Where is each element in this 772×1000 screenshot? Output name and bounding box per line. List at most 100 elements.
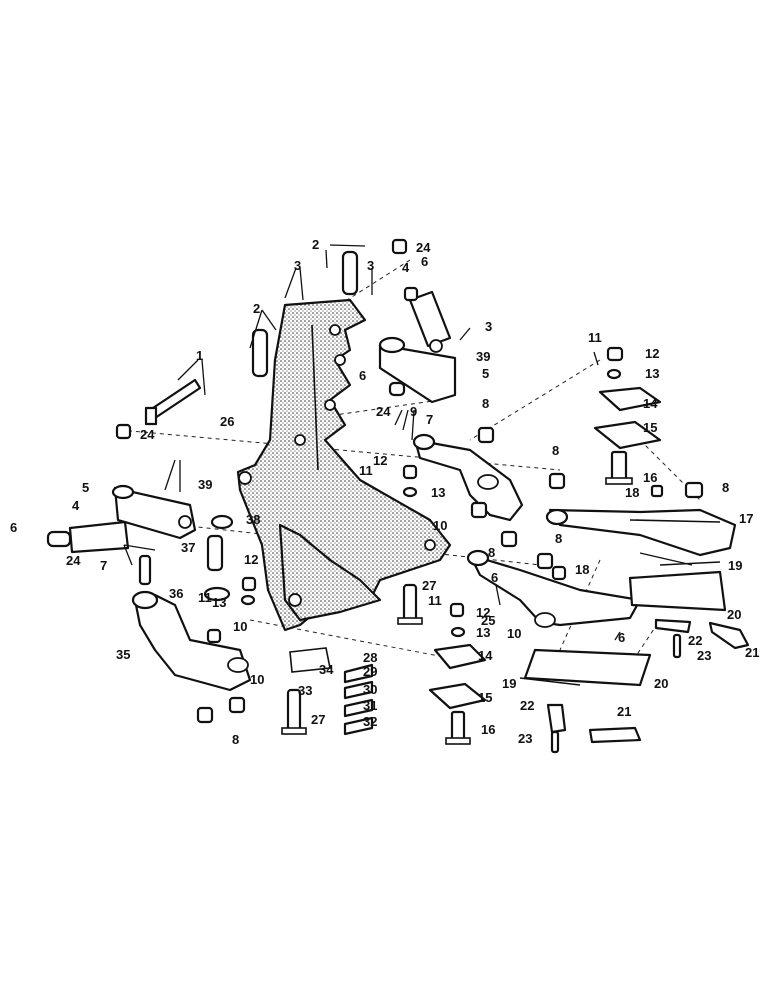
bolts-23 [550, 633, 682, 754]
callout-8-d: 8 [555, 531, 562, 546]
leader-lines [123, 244, 693, 641]
callout-10-c: 10 [233, 619, 247, 634]
callout-8-c: 8 [722, 480, 729, 495]
callout-2-left: 2 [253, 301, 260, 316]
callout-13-d: 13 [476, 625, 490, 640]
callout-6-top: 6 [421, 254, 428, 269]
callout-23-a: 23 [697, 648, 711, 663]
callout-3-mid: 3 [367, 258, 374, 273]
arm-5-upper [378, 336, 457, 404]
callout-3-top: 3 [294, 258, 301, 273]
pin-2-top [251, 250, 359, 378]
arm-9 [412, 433, 524, 522]
callout-13-c: 13 [212, 595, 226, 610]
callout-34: 34 [319, 662, 334, 677]
callout-12-b: 12 [373, 453, 387, 468]
link-14-15-lower [428, 643, 487, 745]
callout-37: 37 [181, 540, 195, 555]
callout-26: 26 [220, 414, 234, 429]
cylinder-4-upper [403, 286, 452, 353]
callout-30: 30 [363, 682, 377, 697]
callout-24-a: 24 [416, 240, 431, 255]
callout-21-a: 21 [745, 645, 759, 660]
callout-32: 32 [363, 714, 377, 729]
callout-22-a: 22 [688, 633, 702, 648]
plate-20-lower [519, 648, 652, 687]
callout-25: 25 [481, 613, 495, 628]
callout-1: 1 [196, 348, 203, 363]
callout-10-b: 10 [507, 626, 521, 641]
callout-12-c: 12 [244, 552, 258, 567]
callout-3-right: 3 [485, 319, 492, 334]
pin-1 [144, 378, 202, 426]
arm-17 [545, 508, 737, 557]
bushings [115, 238, 704, 724]
callout-33: 33 [298, 683, 312, 698]
pads-28-32 [289, 647, 374, 736]
callout-24-c: 24 [376, 404, 391, 419]
callout-31: 31 [363, 698, 377, 713]
callout-16-a: 16 [643, 470, 657, 485]
callout-23-b: 23 [518, 731, 532, 746]
callout-11-a: 11 [588, 330, 602, 345]
callout-13-a: 13 [645, 366, 659, 381]
cylinder-4-left [46, 520, 130, 554]
main-frame-26 [236, 298, 452, 632]
callout-14-b: 14 [478, 648, 493, 663]
callout-17: 17 [739, 511, 753, 526]
callout-11-c: 11 [198, 590, 212, 605]
callout-18-b: 18 [575, 562, 589, 577]
callout-21-b: 21 [617, 704, 631, 719]
callout-15-a: 15 [643, 420, 657, 435]
callout-39-left: 39 [198, 477, 212, 492]
callout-15-b: 15 [478, 690, 492, 705]
callout-19-b: 19 [502, 676, 516, 691]
callout-13-b: 13 [431, 485, 445, 500]
callout-2-top: 2 [312, 237, 319, 252]
callout-5-upper: 5 [482, 366, 489, 381]
callout-labels: 1 2 2 3 3 3 4 4 5 5 6 6 6 6 6 7 7 8 8 8 … [10, 237, 759, 747]
callout-8-b: 8 [552, 443, 559, 458]
callout-7-upper: 7 [426, 412, 433, 427]
callout-14-a: 14 [643, 396, 658, 411]
callout-9: 9 [410, 404, 417, 419]
callout-35: 35 [116, 647, 130, 662]
arm-35 [131, 590, 252, 692]
callout-28: 28 [363, 650, 377, 665]
callout-4-left: 4 [72, 498, 80, 513]
post-27 [281, 583, 423, 735]
callout-12-a: 12 [645, 346, 659, 361]
callout-4-upper: 4 [402, 260, 410, 275]
callout-6-lower: 6 [618, 630, 625, 645]
callout-27-a: 27 [422, 578, 436, 593]
callout-6-upper: 6 [359, 368, 366, 383]
callout-8-e: 8 [488, 545, 495, 560]
callout-19-a: 19 [728, 558, 742, 573]
callout-22-b: 22 [520, 698, 534, 713]
callout-10-a: 10 [433, 518, 447, 533]
callout-39-upper: 39 [476, 349, 490, 364]
callout-8-a: 8 [482, 396, 489, 411]
arm-5-left [111, 484, 197, 540]
callout-18-a: 18 [625, 485, 639, 500]
arm-25 [466, 549, 642, 628]
callout-38: 38 [246, 512, 260, 527]
callout-27-b: 27 [311, 712, 325, 727]
callout-6-left: 6 [10, 520, 17, 535]
callout-20-b: 20 [654, 676, 668, 691]
callout-7-left: 7 [100, 558, 107, 573]
callout-24-b: 24 [140, 427, 155, 442]
brackets-21-22 [546, 618, 750, 744]
callout-5-left: 5 [82, 480, 89, 495]
callout-11-d: 11 [428, 593, 442, 608]
link-14-15-right [593, 386, 662, 485]
callout-8-f: 8 [232, 732, 239, 747]
callout-6-mid: 6 [491, 570, 498, 585]
plate-20-upper [628, 561, 727, 612]
callout-29: 29 [363, 664, 377, 679]
callout-12-d: 12 [476, 605, 490, 620]
callout-11-b: 11 [359, 463, 373, 478]
callout-10-d: 10 [250, 672, 264, 687]
